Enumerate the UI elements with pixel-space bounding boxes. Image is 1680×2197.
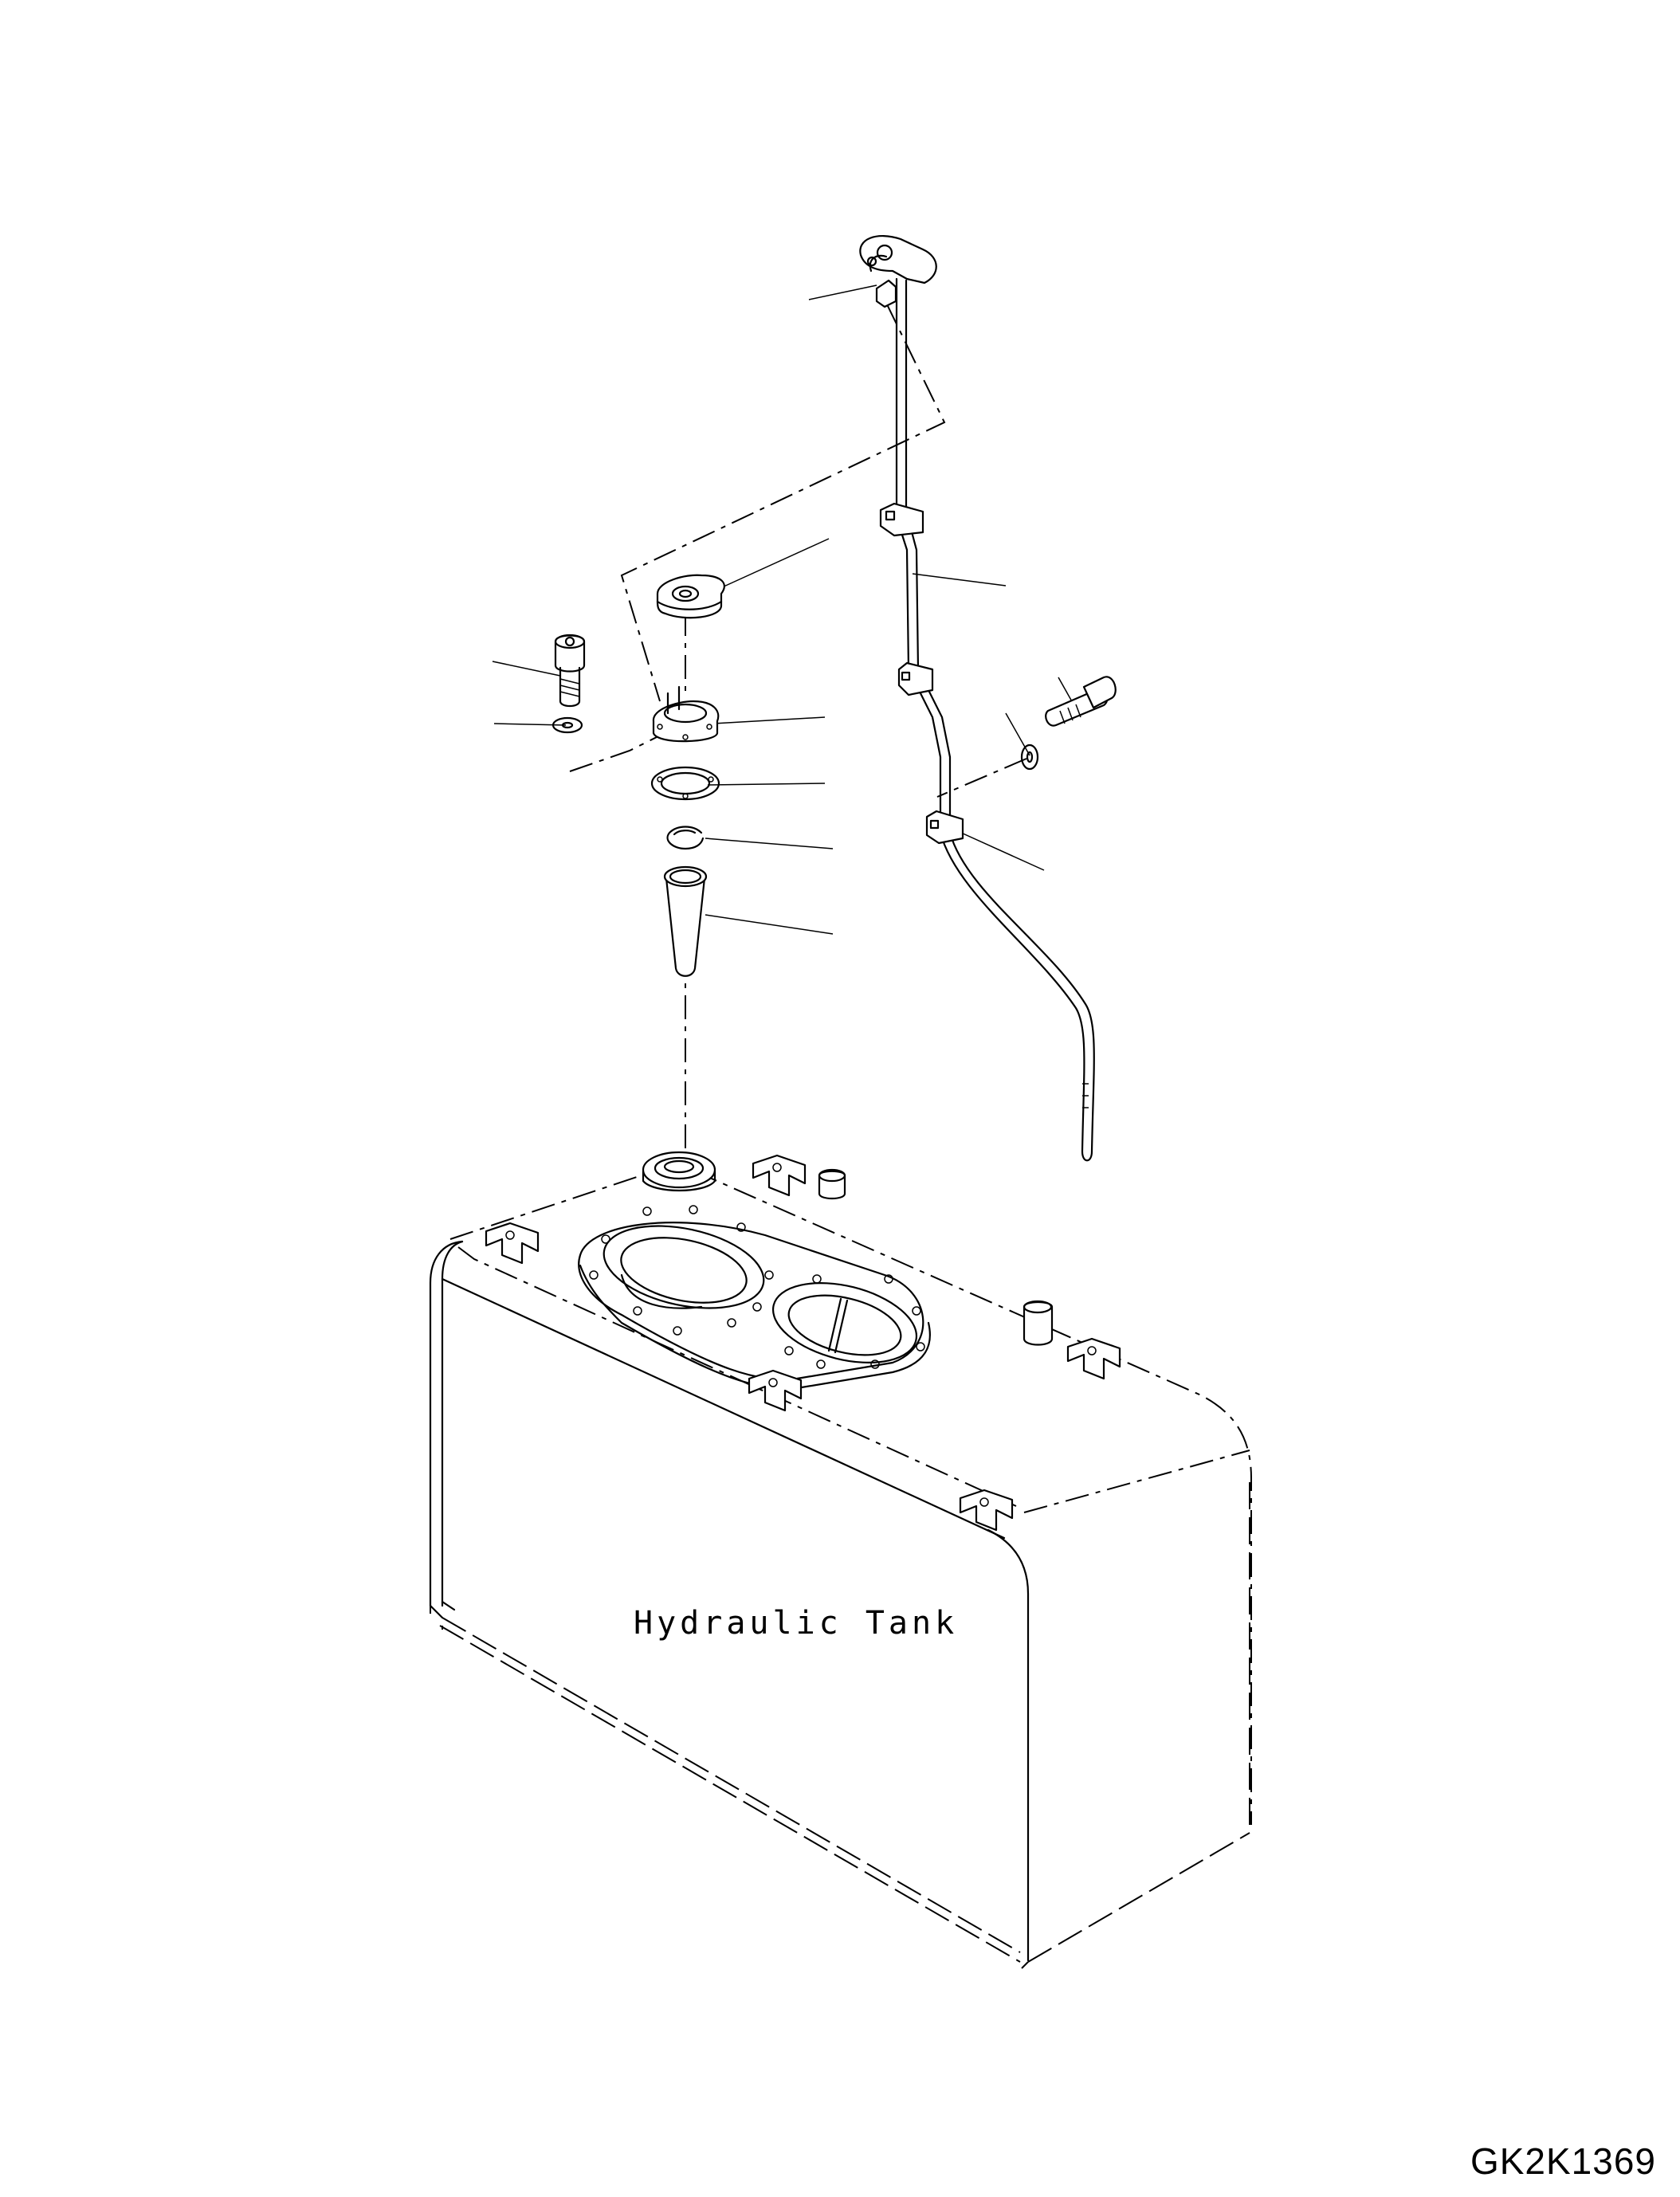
washer-icon: [1020, 743, 1039, 771]
cap-icon: [656, 574, 725, 619]
leader-lines: [492, 284, 1081, 935]
tank-label: Hydraulic Tank: [634, 1605, 958, 1642]
bolt-icon: [1045, 676, 1117, 727]
strainer-icon: [663, 865, 708, 977]
snap-ring-icon: [666, 826, 705, 850]
tank-icon: [429, 1151, 1252, 1969]
flange-icon: [652, 685, 720, 743]
gasket-icon: [650, 766, 720, 801]
drawing-code: GK2K1369: [1470, 2140, 1656, 2182]
washer-icon: [551, 716, 583, 734]
dipstick-icon: [859, 235, 1095, 1162]
assembly-dash-lines: [569, 302, 1027, 1165]
bolt-icon: [554, 634, 586, 708]
